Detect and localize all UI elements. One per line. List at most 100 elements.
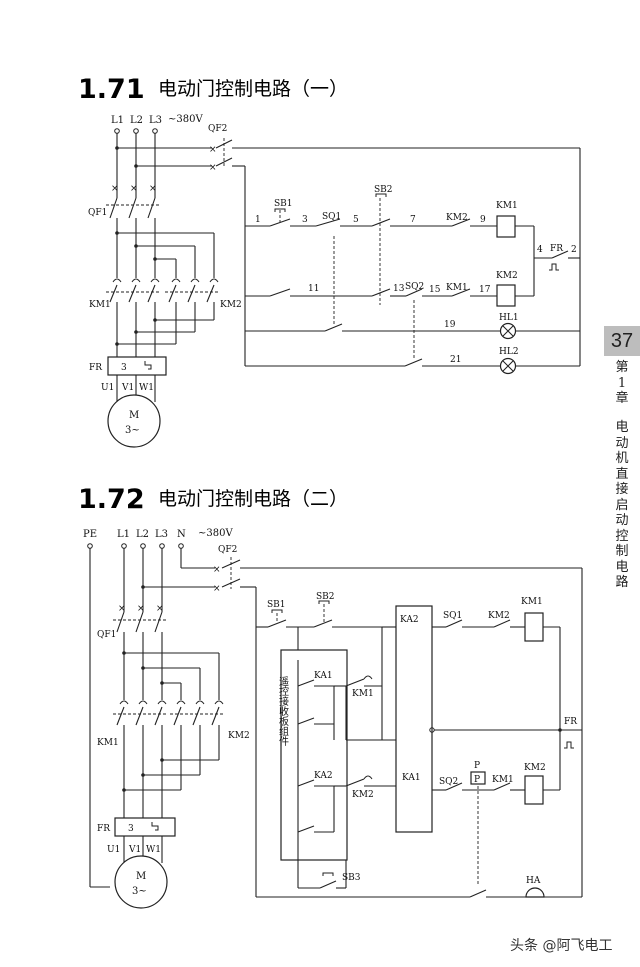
c1-node-2: 2: [571, 245, 577, 255]
c2-motor: [114, 855, 168, 909]
c1-sq2-label: SQ2: [405, 282, 424, 292]
c2-fr-num: 3: [128, 824, 134, 834]
c1-node-15: 15: [429, 285, 441, 295]
c2-sb3-label: SB3: [342, 873, 361, 883]
c2-relay-column: [395, 605, 433, 833]
c1-node-17: 17: [479, 285, 491, 295]
c1-qf2-label: QF2: [208, 124, 227, 134]
chapter-title: 电动机直接启动控制电路: [615, 420, 629, 590]
c2-ka1-coil-label: KA1: [402, 773, 421, 783]
section-1-title: 电动门控制电路（一）: [158, 78, 348, 100]
c1-fr-num: 3: [121, 363, 127, 373]
circuit-2-power: PE L1 L2 L3 N ~380V QF2 ×× ××× QF1 KM1: [83, 528, 583, 909]
c1-w1: W1: [139, 383, 154, 393]
c2-receiver-board: [280, 649, 348, 861]
c1-node-9: 9: [480, 215, 486, 225]
c1-motor-3: 3~: [125, 425, 140, 436]
c1-motor: [107, 394, 161, 448]
c1-sb2-label: SB2: [374, 185, 393, 195]
c1-fr-label: FR: [89, 363, 102, 373]
circuit-2-control: SB1 SB2 遥控接收板组件 KA1 KM1 KA2 SQ1 KM2 KM1: [256, 592, 582, 898]
c1-node-11: 11: [308, 284, 319, 294]
svg-text:×: ×: [213, 584, 221, 594]
section-2-number: 1.72: [78, 484, 145, 515]
c1-node-13: 13: [393, 284, 405, 294]
c1-node-1: 1: [255, 215, 261, 225]
c1-motor-m: M: [129, 410, 139, 421]
c1-phase-l1: L1: [111, 115, 124, 126]
c1-km1-power-label: KM1: [89, 300, 111, 310]
c1-hl1-label: HL1: [499, 313, 519, 323]
c1-v1: V1: [121, 383, 134, 393]
svg-text:×: ×: [111, 184, 119, 194]
c2-ka1-label: KA1: [314, 671, 333, 681]
c2-sb2-label: SB2: [316, 592, 335, 602]
c1-phase-l2: L2: [130, 115, 143, 126]
chapter-number: 第1章: [615, 360, 629, 406]
c1-km2-power-label: KM2: [220, 300, 242, 310]
c1-node-21: 21: [450, 355, 461, 365]
c2-km2-aux-label: KM2: [352, 790, 374, 800]
c2-km1-power-label: KM1: [97, 738, 119, 748]
c2-fr-contact-label: FR: [564, 717, 577, 727]
svg-text:×: ×: [209, 145, 217, 155]
c2-km2-power-label: KM2: [228, 731, 250, 741]
c1-u1: U1: [101, 383, 114, 393]
c2-w1: W1: [146, 845, 161, 855]
c1-node-3: 3: [302, 215, 308, 225]
c2-v1: V1: [128, 845, 141, 855]
c2-sb1-label: SB1: [267, 600, 286, 610]
c2-motor-3: 3~: [132, 886, 147, 897]
c2-km1-interlock-label: KM1: [492, 775, 514, 785]
c1-km2-interlock-label: KM2: [446, 213, 468, 223]
c1-voltage: ~380V: [168, 114, 203, 125]
c1-fr-contact-label: FR: [550, 244, 563, 254]
svg-text:×: ×: [213, 565, 221, 575]
c2-motor-m: M: [136, 871, 146, 882]
circuit-1-control: SB1 SQ1 SB2 KM2 KM1 FR SQ2 KM1 KM2 HL1: [245, 185, 580, 375]
c2-qf2-label: QF2: [218, 545, 237, 555]
c2-km2-interlock-label: KM2: [488, 611, 510, 621]
c2-u1: U1: [107, 845, 120, 855]
svg-text:×: ×: [118, 604, 126, 614]
c2-km2-coil-label: KM2: [524, 763, 546, 773]
c2-receiver-label: 遥控接收板组件: [277, 675, 289, 747]
c2-n-label: N: [177, 529, 186, 540]
watermark: 头条 @阿飞电工: [510, 938, 613, 954]
c1-sb1-label: SB1: [274, 199, 293, 209]
c1-km1-interlock-label: KM1: [446, 283, 468, 293]
svg-text:×: ×: [137, 604, 145, 614]
c2-p-box: P: [474, 775, 480, 785]
c1-qf1-label: QF1: [88, 208, 107, 218]
circuit-1-power: L1 L2 L3 ~380V QF2 × × × × × QF1 KM1: [88, 114, 581, 448]
c2-sq2-label: SQ2: [439, 777, 458, 787]
section-1-number: 1.71: [78, 74, 145, 105]
c1-node-5: 5: [353, 215, 359, 225]
c2-pe-label: PE: [83, 529, 97, 540]
section-2-title: 电动门控制电路（二）: [158, 488, 348, 510]
c1-sq1-label: SQ1: [322, 212, 341, 222]
c2-fr-label: FR: [97, 824, 110, 834]
page-number-box: 37: [604, 326, 640, 356]
svg-text:×: ×: [156, 604, 164, 614]
c2-ka2-coil-label: KA2: [400, 615, 419, 625]
c1-node-4: 4: [537, 245, 543, 255]
c2-phase-l3: L3: [155, 529, 168, 540]
c2-km1-coil-label: KM1: [521, 597, 543, 607]
c2-p-label: P: [474, 761, 480, 771]
c2-phase-l2: L2: [136, 529, 149, 540]
c2-phase-l1: L1: [117, 529, 130, 540]
svg-text:×: ×: [149, 184, 157, 194]
c2-ka2-label: KA2: [314, 771, 333, 781]
c2-ha-label: HA: [526, 876, 541, 886]
c1-km2-coil-label: KM2: [496, 271, 518, 281]
c1-hl2-label: HL2: [499, 347, 519, 357]
c2-voltage: ~380V: [198, 528, 233, 539]
svg-text:×: ×: [209, 163, 217, 173]
c1-phase-l3: L3: [149, 115, 162, 126]
c2-km1-aux-label: KM1: [352, 689, 374, 699]
c1-node-19: 19: [444, 320, 456, 330]
svg-text:×: ×: [130, 184, 138, 194]
